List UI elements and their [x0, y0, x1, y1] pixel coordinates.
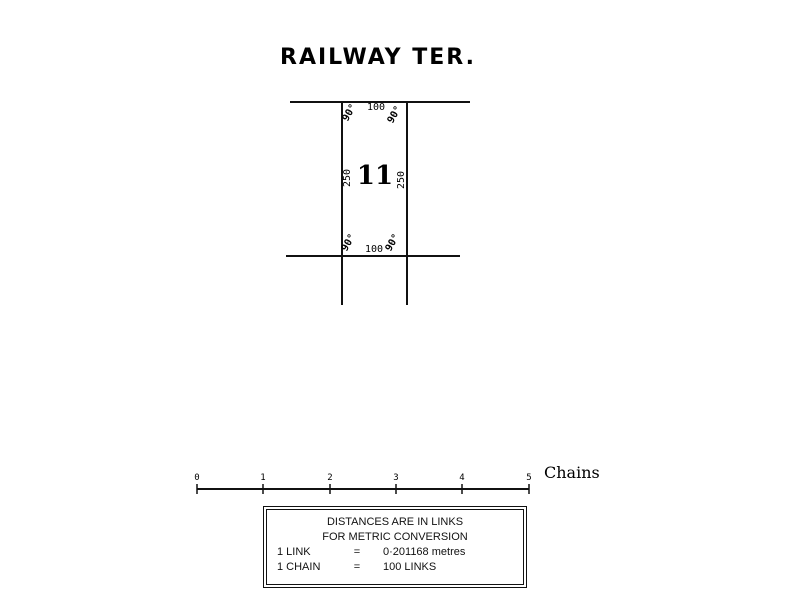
- scale-units: Chains: [544, 463, 600, 482]
- angle-bottom-right: 90°: [384, 232, 403, 253]
- scale-label-4: 4: [459, 473, 464, 483]
- lot-bottom-frontage: 100: [365, 244, 383, 255]
- conversion-row-link: 1 LINK = 0·201168 metres: [277, 545, 513, 560]
- conversion-value: 0·201168 metres: [383, 546, 466, 558]
- scale-bar-ticks: [196, 484, 530, 494]
- scale-label-2: 2: [327, 473, 332, 483]
- lot-left-side: 250: [342, 169, 353, 187]
- street-name: RAILWAY TER.: [280, 45, 476, 70]
- scale-label-3: 3: [393, 473, 398, 483]
- conversion-value: 100 LINKS: [383, 561, 437, 573]
- conversion-equals: =: [353, 561, 361, 573]
- conversion-row-chain: 1 CHAIN = 100 LINKS: [277, 560, 513, 575]
- conversion-equals: =: [353, 546, 361, 558]
- scale-label-5: 5: [526, 473, 531, 483]
- angle-top-right: 90°: [386, 104, 405, 125]
- lot-number: 11: [357, 161, 393, 191]
- legend-line-2: FOR METRIC CONVERSION: [322, 531, 468, 543]
- conversion-unit: 1 LINK: [277, 546, 311, 558]
- angle-top-left: 90°: [341, 102, 360, 123]
- scale-label-0: 0: [194, 473, 199, 483]
- lot-top-frontage: 100: [367, 102, 385, 113]
- conversion-unit: 1 CHAIN: [277, 561, 321, 573]
- lot-right-side: 250: [396, 171, 407, 189]
- conversion-legend-inner: DISTANCES ARE IN LINKS FOR METRIC CONVER…: [266, 509, 524, 585]
- legend-line-1: DISTANCES ARE IN LINKS: [326, 516, 464, 528]
- conversion-legend: DISTANCES ARE IN LINKS FOR METRIC CONVER…: [263, 506, 527, 588]
- scale-label-1: 1: [260, 473, 265, 483]
